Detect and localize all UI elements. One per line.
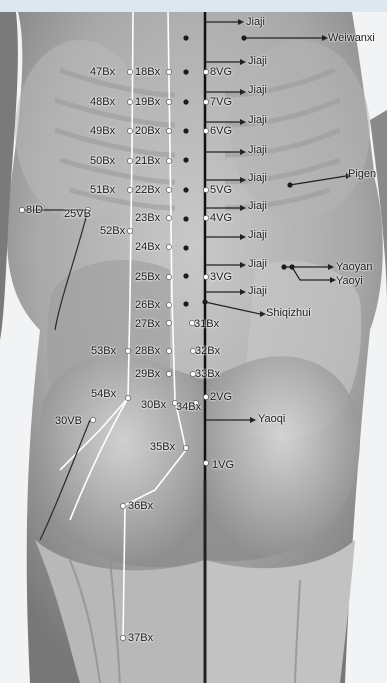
label-jiaji: Jiaji (248, 114, 267, 126)
label-27bx: 27Bx (135, 318, 160, 330)
label-34bx: 34Bx (176, 401, 201, 413)
label-18bx: 18Bx (135, 66, 160, 78)
label-4vg: 4VG (210, 212, 232, 224)
label-19bx: 19Bx (135, 96, 160, 108)
label-3vg: 3VG (210, 271, 232, 283)
label-jiaji: Jiaji (248, 200, 267, 212)
label-25vb: 25VB (64, 208, 91, 220)
label-jiaji: Jiaji (248, 172, 267, 184)
label-8id: 8ID (26, 204, 43, 216)
label-21bx: 21Bx (135, 155, 160, 167)
label-jiaji: Jiaji (248, 229, 267, 241)
label-32bx: 32Bx (195, 345, 220, 357)
label-20bx: 20Bx (135, 125, 160, 137)
label-54bx: 54Bx (91, 388, 116, 400)
label-25bx: 25Bx (135, 271, 160, 283)
label-yaoqi: Yaoqi (258, 413, 285, 425)
label-5vg: 5VG (210, 184, 232, 196)
label-2vg: 2VG (210, 391, 232, 403)
label-yaoyan: Yaoyan (336, 261, 373, 273)
label-jiaji: Jiaji (248, 144, 267, 156)
label-shiqizhui: Shiqizhui (266, 307, 311, 319)
label-23bx: 23Bx (135, 212, 160, 224)
label-jiaji: Jiaji (248, 55, 267, 67)
label-52bx: 52Bx (100, 225, 125, 237)
label-jiaji: Jiaji (248, 258, 267, 270)
label-31bx: 31Bx (194, 318, 219, 330)
label-24bx: 24Bx (135, 241, 160, 253)
label-49bx: 49Bx (90, 125, 115, 137)
label-51bx: 51Bx (90, 184, 115, 196)
label-48bx: 48Bx (90, 96, 115, 108)
label-30vb: 30VB (55, 415, 82, 427)
label-pigen: Pigen (348, 168, 376, 180)
label-weiwanxiashu: Weiwanxi (328, 32, 375, 44)
label-26bx: 26Bx (135, 299, 160, 311)
label-37bx: 37Bx (128, 632, 153, 644)
label-1vg: 1VG (212, 459, 234, 471)
label-50bx: 50Bx (90, 155, 115, 167)
label-29bx: 29Bx (135, 368, 160, 380)
label-28bx: 28Bx (135, 345, 160, 357)
label-33bx: 33Bx (195, 368, 220, 380)
label-35bx: 35Bx (150, 441, 175, 453)
label-yaoyi: Yaoyi (336, 275, 363, 287)
label-6vg: 6VG (210, 125, 232, 137)
label-47bx: 47Bx (90, 66, 115, 78)
label-jiaji: Jiaji (248, 84, 267, 96)
label-8vg: 8VG (210, 66, 232, 78)
label-jiaji: Jiaji (248, 285, 267, 297)
label-7vg: 7VG (210, 96, 232, 108)
label-36bx: 36Bx (128, 500, 153, 512)
label-22bx: 22Bx (135, 184, 160, 196)
label-30bx: 30Bx (141, 399, 166, 411)
label-53bx: 53Bx (91, 345, 116, 357)
label-jiaji: Jiaji (246, 16, 265, 28)
